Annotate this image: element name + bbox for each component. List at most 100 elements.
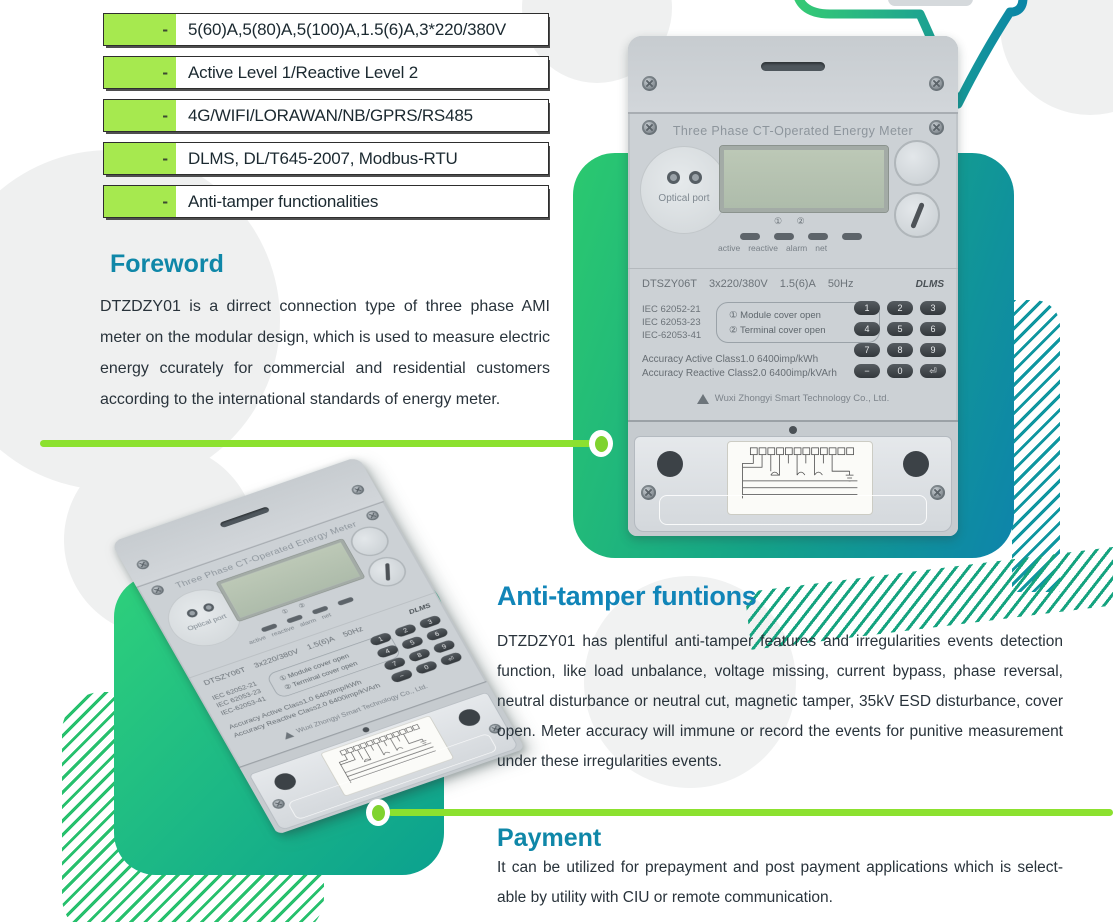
meter-top-section: [628, 36, 958, 114]
screw-icon: [641, 485, 656, 500]
keypad-key: 0: [887, 364, 913, 378]
cable-hole: [657, 451, 683, 477]
feature-bullet: -: [104, 100, 176, 131]
feature-text: 5(60)A,5(80)A,5(100)A,1.5(6)A,3*220/380V: [188, 19, 507, 39]
tilted-meter-slot: Three Phase CT-Operated Energy Meter Opt…: [110, 415, 525, 915]
led-label: active: [718, 243, 741, 253]
cover-notes: ① Module cover open ② Terminal cover ope…: [716, 302, 880, 343]
anti-tamper-title: Anti-tamper funtions: [497, 581, 757, 611]
feature-list: - 5(60)A,5(80)A,5(100)A,1.5(6)A,3*220/38…: [103, 13, 549, 218]
meter-voltage: 3x220/380V: [709, 278, 768, 290]
iec-standards: IEC 62052-21 IEC 62053-23 IEC-62053-41: [642, 303, 701, 342]
screw-icon: [642, 120, 657, 135]
feature-text: 4G/WIFI/LORAWAN/NB/GPRS/RS485: [188, 105, 473, 125]
seal-dot: [789, 426, 797, 434]
energy-meter: Three Phase CT-Operated Energy Meter Opt…: [628, 36, 958, 536]
hatch-pattern-right: [1012, 300, 1060, 592]
iec-standard: IEC 62053-23: [642, 317, 701, 328]
screw-icon: [929, 76, 944, 91]
accent-line: [40, 440, 602, 447]
optical-port: Optical port: [640, 146, 728, 234]
keypad-key: 9: [432, 639, 457, 654]
keypad-key: 1: [368, 631, 393, 647]
accent-line-dot: [366, 799, 390, 826]
sealed-button: [362, 552, 413, 592]
screw-icon: [134, 558, 152, 571]
meter-frequency: 50Hz: [827, 278, 854, 290]
keypad-key: 2: [393, 623, 418, 639]
optical-port-leds: [641, 171, 727, 184]
sealed-button: [894, 192, 940, 238]
indicator-circles: ① ②: [774, 216, 811, 226]
terminal-cover: [634, 436, 952, 532]
feature-item: - DLMS, DL/T645-2007, Modbus-RTU: [103, 142, 549, 175]
feature-text: Active Level 1/Reactive Level 2: [188, 62, 419, 82]
feature-bullet: -: [104, 57, 176, 88]
meter-current: 1.5(6)A: [305, 634, 337, 652]
led-label: net: [320, 611, 333, 621]
keypad-key: 6: [920, 322, 946, 336]
cable-hole: [455, 706, 484, 729]
keypad-key: 7: [382, 656, 407, 672]
keypad-key: 3: [920, 301, 946, 315]
feature-item: - Active Level 1/Reactive Level 2: [103, 56, 549, 89]
iec-standard: IEC 62052-21: [642, 304, 701, 315]
led-label: active: [247, 634, 268, 646]
energy-meter: Three Phase CT-Operated Energy Meter Opt…: [110, 456, 525, 835]
foreword-title: Foreword: [110, 250, 224, 278]
terminal-block: [239, 680, 525, 835]
keypad-key: 6: [425, 626, 450, 642]
feature-text: DLMS, DL/T645-2007, Modbus-RTU: [188, 148, 458, 168]
terminal-block: [628, 420, 958, 536]
accent-line-dot: [589, 430, 613, 457]
feature-bullet: -: [104, 186, 176, 217]
hanger-slot: [761, 62, 825, 71]
keypad-key: −: [389, 668, 414, 684]
iec-standard: IEC-62053-41: [642, 330, 702, 341]
meter-face: Three Phase CT-Operated Energy Meter Opt…: [628, 116, 958, 268]
company-name: Wuxi Zhongyi Smart Technology Co., Ltd.: [714, 393, 890, 404]
wiring-diagram: [727, 441, 873, 515]
feature-item: - Anti-tamper functionalities: [103, 185, 549, 218]
accuracy-lines: Accuracy Active Class1.0 6400imp/kWh Acc…: [642, 353, 837, 381]
feature-bullet: -: [104, 143, 176, 174]
feature-text: Anti-tamper functionalities: [188, 191, 379, 211]
keypad-key: 0: [414, 659, 439, 675]
company-logo-icon: [281, 730, 295, 740]
foreword-body: DTZDZY01 is a dirrect connection type of…: [100, 298, 550, 408]
dlms-logo: DLMS: [915, 279, 944, 290]
keypad-key: 5: [887, 322, 913, 336]
led-labels: active reactive alarm net: [718, 243, 918, 253]
feature-item: - 4G/WIFI/LORAWAN/NB/GPRS/RS485: [103, 99, 549, 132]
keypad-key: 3: [418, 614, 443, 630]
feature-item: - 5(60)A,5(80)A,5(100)A,1.5(6)A,3*220/38…: [103, 13, 549, 46]
led-label: reactive: [748, 243, 778, 253]
screw-icon: [642, 76, 657, 91]
meter-title: Three Phase CT-Operated Energy Meter: [672, 124, 914, 138]
cable-hole: [271, 770, 300, 793]
accent-line: [388, 809, 1113, 816]
screw-icon: [270, 797, 287, 811]
screw-icon: [929, 120, 944, 135]
meter-model-row: DTSZY06T 3x220/380V 1.5(6)A 50Hz DLMS: [642, 278, 944, 290]
keypad-key: 4: [854, 322, 880, 336]
hanger-slot: [219, 506, 271, 529]
speech-bubble: [794, 0, 1028, 109]
screw-icon: [930, 485, 945, 500]
lcd-display: [719, 145, 889, 213]
keypad-key: 2: [887, 301, 913, 315]
led-indicators: [740, 233, 862, 240]
optical-port-label: Optical port: [658, 193, 710, 204]
keypad-key: ⏎: [439, 651, 464, 667]
keypad: 1 2 3 4 5 6 7 8 9 − 0 ⏎: [854, 301, 946, 378]
keypad-key: 5: [400, 635, 425, 651]
cover-note: ① Module cover open: [729, 310, 821, 321]
meter-model: DTSZY06T: [642, 278, 698, 290]
keypad-key: 7: [854, 343, 880, 357]
anti-tamper-body: DTZDZY01 has plentiful anti-tamper featu…: [497, 633, 1063, 770]
display-button: [894, 140, 940, 186]
meter-info-panel: DTSZY06T 3x220/380V 1.5(6)A 50Hz DLMS IE…: [628, 268, 958, 420]
led-label: alarm: [785, 243, 808, 253]
keypad-key: 8: [887, 343, 913, 357]
